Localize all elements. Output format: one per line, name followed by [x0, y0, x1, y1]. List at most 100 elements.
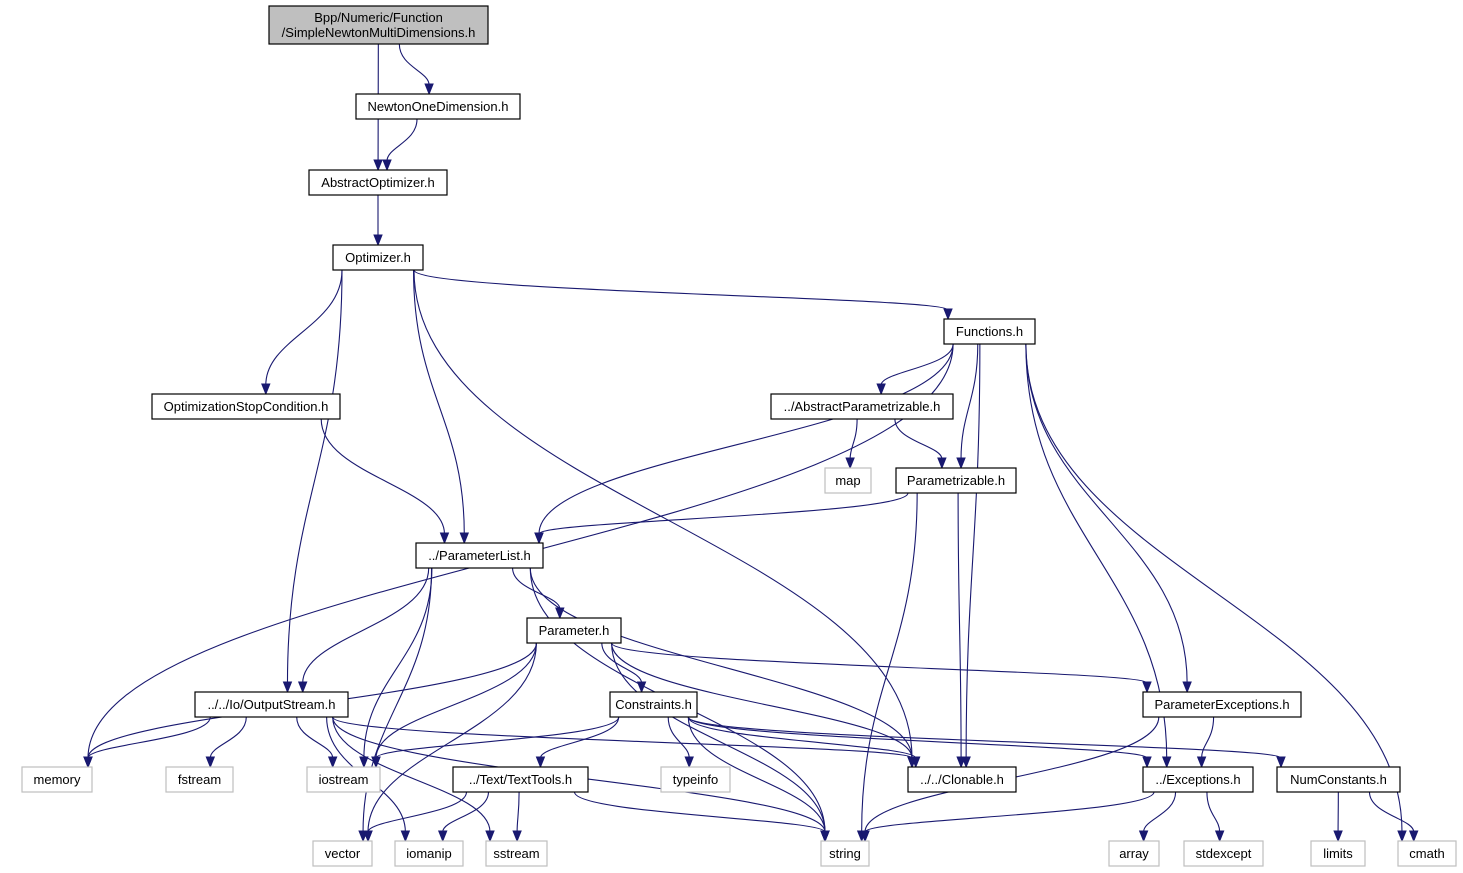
- edge-functions-to-cmath: [1025, 343, 1403, 833]
- edge-constraints-to-typeinfo: [667, 716, 690, 759]
- node-box-absopt: [308, 169, 448, 196]
- arrowhead-functions-to-parametrizable: [956, 457, 966, 470]
- arrowhead-optimizer-to-outputstream: [282, 681, 293, 694]
- node-outputstream[interactable]: ../../Io/OutputStream.h: [194, 691, 349, 718]
- node-label-root: Bpp/Numeric/Function: [314, 10, 443, 25]
- node-cmath: cmath: [1397, 840, 1457, 867]
- edge-outputstream-to-sstream: [332, 716, 491, 833]
- edge-functions-to-parametrizable: [960, 343, 979, 460]
- edge-exceptions-to-string: [864, 791, 1155, 833]
- arrowhead-numconst-to-cmath: [1408, 830, 1419, 843]
- node-map: map: [824, 467, 872, 494]
- node-box-typeinfo: [660, 766, 731, 793]
- arrowhead-exceptions-to-stdexcept: [1214, 830, 1225, 843]
- node-parametrizable[interactable]: Parametrizable.h: [895, 467, 1017, 494]
- node-label-array: array: [1119, 846, 1149, 861]
- edge-exceptions-to-stdexcept: [1206, 791, 1221, 833]
- arrowhead-absopt-to-optimizer: [373, 234, 383, 247]
- node-newton1d[interactable]: NewtonOneDimension.h: [355, 93, 521, 120]
- node-functions[interactable]: Functions.h: [943, 318, 1036, 345]
- node-box-optimizer: [332, 244, 424, 271]
- edge-paramlist-to-clonable: [529, 567, 913, 759]
- node-stdexcept: stdexcept: [1183, 840, 1264, 867]
- node-box-paramexc: [1142, 691, 1302, 718]
- edge-outputstream-to-iostream: [296, 716, 334, 759]
- node-label-string: string: [829, 846, 861, 861]
- edge-optimizer-to-outputstream: [286, 269, 343, 684]
- node-absopt[interactable]: AbstractOptimizer.h: [308, 169, 448, 196]
- edge-outputstream-to-clonable: [332, 716, 913, 759]
- node-numconst[interactable]: NumConstants.h: [1276, 766, 1401, 793]
- node-label-parametrizable: Parametrizable.h: [907, 473, 1005, 488]
- node-box-newton1d: [355, 93, 521, 120]
- edge-parameter-to-paramexc: [611, 642, 1148, 684]
- arrowhead-constraints-to-texttools: [535, 756, 546, 769]
- node-label-functions: Functions.h: [956, 324, 1023, 339]
- node-constraints[interactable]: Constraints.h: [609, 691, 698, 718]
- edge-parametrizable-to-string: [861, 492, 918, 833]
- node-string: string: [820, 840, 870, 867]
- nodes-layer: Bpp/Numeric/Function/SimpleNewtonMultiDi…: [21, 5, 1457, 867]
- arrowhead-parameter-to-constraints: [636, 681, 647, 694]
- node-typeinfo: typeinfo: [660, 766, 731, 793]
- node-box-texttools: [452, 766, 589, 793]
- edge-constraints-to-string: [687, 716, 826, 833]
- node-texttools[interactable]: ../Text/TextTools.h: [452, 766, 589, 793]
- node-label-typeinfo: typeinfo: [673, 772, 719, 787]
- edge-functions-to-absparam: [880, 343, 954, 386]
- node-absparam[interactable]: ../AbstractParametrizable.h: [770, 393, 954, 420]
- arrowhead-exceptions-to-string: [860, 830, 870, 843]
- edge-exceptions-to-array: [1143, 791, 1177, 833]
- node-box-map: [824, 467, 872, 494]
- edge-texttools-to-iomanip: [442, 791, 490, 833]
- node-box-parametrizable: [895, 467, 1017, 494]
- arrowhead-texttools-to-vector: [363, 830, 373, 843]
- node-iostream: iostream: [306, 766, 381, 793]
- arrowhead-root-to-absopt: [373, 159, 383, 172]
- edge-constraints-to-exceptions: [687, 716, 1148, 759]
- arrowhead-optimizer-to-paramlist: [459, 532, 470, 545]
- arrowhead-exceptions-to-array: [1138, 830, 1149, 843]
- node-box-optstop: [151, 393, 341, 420]
- edge-texttools-to-string: [573, 791, 826, 833]
- node-paramexc[interactable]: ParameterExceptions.h: [1142, 691, 1302, 718]
- node-label-absparam: ../AbstractParametrizable.h: [784, 399, 941, 414]
- arrowhead-texttools-to-sstream: [512, 830, 522, 843]
- node-label-optstop: OptimizationStopCondition.h: [164, 399, 329, 414]
- node-vector: vector: [312, 840, 373, 867]
- arrowhead-optstop-to-paramlist: [439, 532, 450, 545]
- edge-texttools-to-sstream: [516, 791, 520, 833]
- node-label-iomanip: iomanip: [406, 846, 452, 861]
- node-paramlist[interactable]: ../ParameterList.h: [415, 542, 544, 569]
- node-parameter[interactable]: Parameter.h: [526, 617, 622, 644]
- edge-functions-to-paramlist: [538, 343, 954, 535]
- node-label-numconst: NumConstants.h: [1290, 772, 1387, 787]
- arrowhead-optimizer-to-optstop: [261, 383, 271, 396]
- node-optstop[interactable]: OptimizationStopCondition.h: [151, 393, 341, 420]
- edge-newton1d-to-absopt: [386, 118, 418, 162]
- node-root[interactable]: Bpp/Numeric/Function/SimpleNewtonMultiDi…: [268, 5, 489, 45]
- edge-optimizer-to-clonable: [413, 269, 913, 759]
- edge-parameter-to-constraints: [601, 642, 643, 684]
- node-label-texttools: ../Text/TextTools.h: [469, 772, 572, 787]
- arrowhead-constraints-to-iostream: [371, 756, 381, 769]
- arrowhead-outputstream-to-iomanip: [400, 830, 411, 843]
- edge-constraints-to-numconst: [687, 716, 1282, 759]
- node-label-clonable: ../../Clonable.h: [920, 772, 1004, 787]
- node-exceptions[interactable]: ../Exceptions.h: [1142, 766, 1254, 793]
- node-clonable[interactable]: ../../Clonable.h: [907, 766, 1017, 793]
- node-box-string: [820, 840, 870, 867]
- arrowhead-texttools-to-iomanip: [437, 830, 448, 843]
- node-box-sstream: [485, 840, 548, 867]
- arrowhead-optimizer-to-functions: [943, 308, 953, 321]
- node-label-stdexcept: stdexcept: [1196, 846, 1252, 861]
- edge-parameter-to-iostream: [375, 642, 537, 759]
- edge-optstop-to-paramlist: [320, 418, 446, 535]
- edge-parameter-to-vector: [367, 642, 537, 833]
- arrowhead-absparam-to-parametrizable: [937, 457, 947, 470]
- node-label-optimizer: Optimizer.h: [345, 250, 411, 265]
- node-optimizer[interactable]: Optimizer.h: [332, 244, 424, 271]
- node-box-clonable: [907, 766, 1017, 793]
- edge-paramlist-to-outputstream: [302, 567, 430, 684]
- edge-outputstream-to-memory: [87, 716, 211, 759]
